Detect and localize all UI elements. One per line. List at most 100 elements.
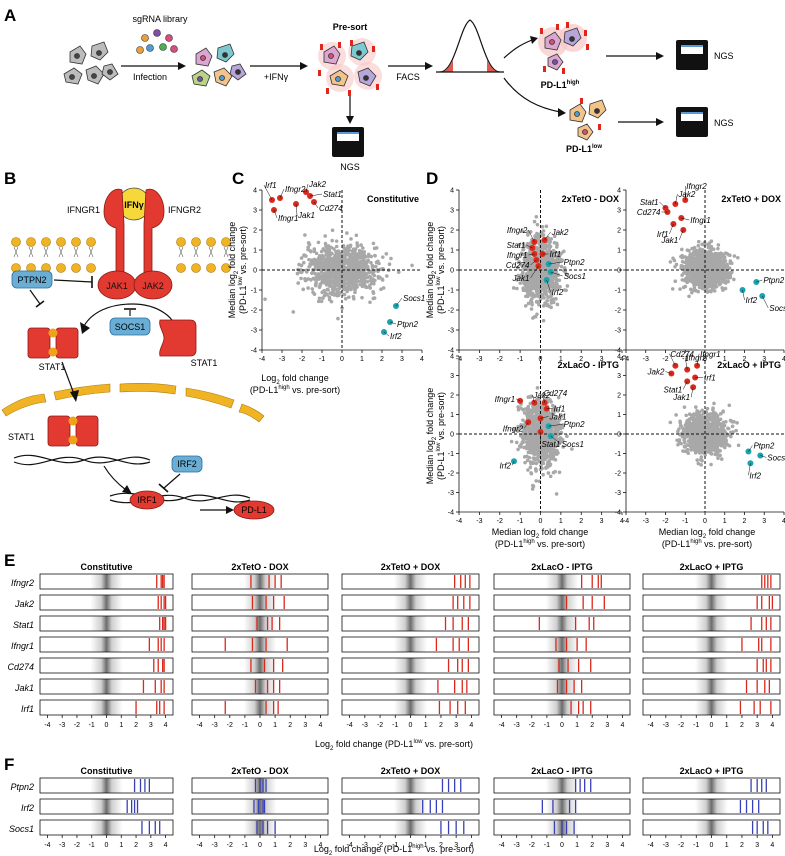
sgrna-point xyxy=(692,245,697,250)
sgrna-point xyxy=(708,423,712,428)
ifng-label: IFNγ xyxy=(124,200,144,210)
sgrna-point xyxy=(360,262,365,266)
ifngr2-label: IFNGR2 xyxy=(168,205,201,215)
sgrna-point xyxy=(689,413,694,418)
sgrna-point xyxy=(548,397,552,402)
strip-tick-label: -4 xyxy=(498,722,504,729)
sgrna-point xyxy=(553,259,558,264)
sgrna-point xyxy=(703,437,707,441)
gene-row-label: Stat1 xyxy=(13,620,34,630)
gene-label: Cd274 xyxy=(637,208,661,217)
sgrna-point xyxy=(548,240,552,244)
sgrna-point xyxy=(330,238,335,243)
strip-row xyxy=(191,657,329,674)
sgrna-point xyxy=(361,257,366,261)
gene-label: Socs1 xyxy=(403,294,425,303)
sgrna-point xyxy=(680,278,685,282)
sgrna-point xyxy=(699,458,703,462)
sgrna-point xyxy=(530,487,535,491)
sgrna-point xyxy=(326,244,331,248)
sgrna-point xyxy=(310,287,315,291)
sgrna-point xyxy=(517,242,521,247)
sgrna-point xyxy=(370,263,375,268)
sgrna-point xyxy=(529,307,534,311)
sgrna-point xyxy=(709,451,713,456)
y-tick-label: -4 xyxy=(251,348,257,355)
sgrna-point xyxy=(355,254,359,258)
sgrna-point xyxy=(367,274,372,279)
panel-label-c: C xyxy=(232,169,244,188)
x-tick-label: -2 xyxy=(662,518,668,525)
strip-tick-label: 0 xyxy=(105,722,109,729)
sgrna-point xyxy=(369,254,374,259)
sgrna-point xyxy=(559,258,563,262)
sgrna-point xyxy=(690,254,695,258)
sgrna-point xyxy=(528,401,533,406)
sgrna-point xyxy=(349,237,353,241)
sgrna-point xyxy=(319,249,324,254)
strip-row xyxy=(493,594,631,611)
y-tick-label: 3 xyxy=(450,208,454,215)
strip-tick-label: 2 xyxy=(134,722,138,729)
sgrna-point xyxy=(529,265,533,270)
x-tick-label: -2 xyxy=(299,356,305,363)
sgrna-point xyxy=(542,412,547,416)
sgrna-point xyxy=(342,246,346,251)
x-tick-label: 4 xyxy=(620,356,624,363)
sgrna-point xyxy=(728,272,733,277)
lipid-head xyxy=(221,263,231,273)
sgrna-point xyxy=(336,262,340,266)
sgrna-point xyxy=(365,285,369,290)
sgrna-point xyxy=(544,257,548,261)
sgrna-point xyxy=(679,441,684,446)
lipid-head xyxy=(71,263,81,273)
sgrna-point xyxy=(520,229,525,233)
sgrna-point xyxy=(312,258,316,263)
ptpn2-box xyxy=(11,270,53,289)
sgrna-point xyxy=(679,424,683,428)
strip-row xyxy=(493,657,631,674)
sgrna-point xyxy=(522,411,527,415)
sgrna-point xyxy=(537,436,541,441)
sgrna-point xyxy=(690,422,695,426)
sgrna-point xyxy=(542,268,546,273)
sgrna-point xyxy=(534,248,539,253)
sgrna-point xyxy=(546,454,550,459)
sgrna-point xyxy=(709,462,713,467)
gene-label: Cd274 xyxy=(506,261,530,270)
sgrna-point xyxy=(716,262,720,266)
strip-row xyxy=(191,615,329,632)
sgrna-point xyxy=(304,268,309,272)
sgrna-point xyxy=(546,243,551,248)
sgrna-point xyxy=(542,443,547,448)
sgrna-point xyxy=(296,281,301,285)
sgrna-point xyxy=(731,430,735,434)
sgrna-point xyxy=(721,420,726,425)
sgrna-point xyxy=(352,250,357,254)
sgrna-point xyxy=(556,285,561,290)
x-tick-label: 2 xyxy=(380,356,384,363)
sgrna-point xyxy=(693,252,698,257)
sgrna-point xyxy=(689,448,693,452)
sgrna-point xyxy=(696,250,700,255)
sgrna-point xyxy=(346,244,350,249)
sgrna-point xyxy=(306,247,310,252)
gene-label: Socs1 xyxy=(562,440,584,449)
x-tick-label: -1 xyxy=(319,356,325,363)
sgrna-point xyxy=(700,242,704,247)
strip-row xyxy=(341,678,480,695)
gene-label: Irf1 xyxy=(704,373,716,382)
sgrna-point xyxy=(716,246,720,251)
sgrna-point xyxy=(364,266,369,271)
pdl1-markers xyxy=(318,40,379,96)
gene-label: Irf2 xyxy=(552,288,564,297)
sgrna-point xyxy=(329,279,334,283)
sgrna-point xyxy=(555,257,560,261)
y-tick-label: -2 xyxy=(251,308,257,315)
strip-row xyxy=(341,615,480,632)
socs1-label: SOCS1 xyxy=(115,322,146,332)
sgrna-point xyxy=(353,290,357,295)
pdl1-low-label: PD-L1low xyxy=(566,144,602,154)
sgrna-point xyxy=(718,270,723,275)
y-tick-label: -1 xyxy=(448,451,454,458)
